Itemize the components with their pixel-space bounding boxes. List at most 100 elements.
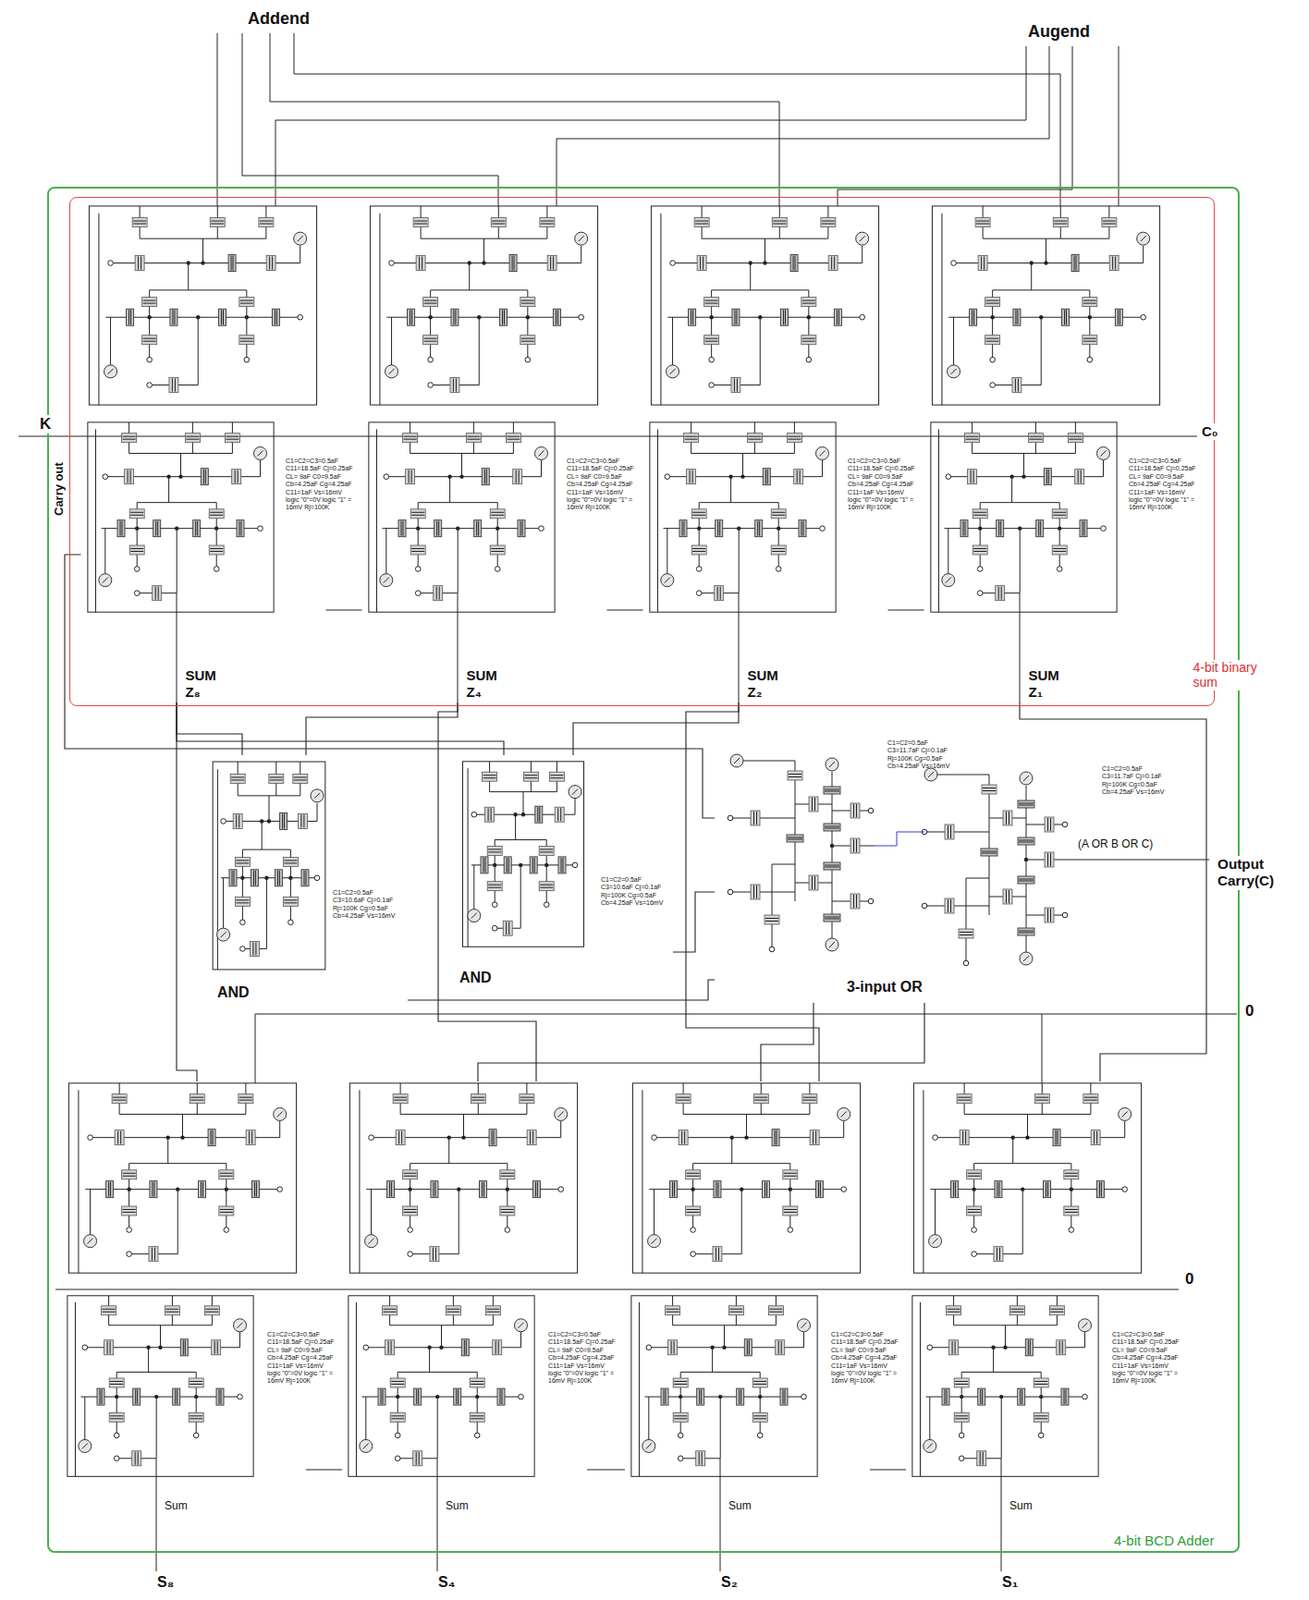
capacitor-symbol (297, 813, 307, 829)
junction-plate (946, 1389, 948, 1405)
capacitor-plate (976, 223, 990, 225)
capacitor-plate (811, 876, 813, 890)
capacitor-plate (240, 341, 254, 343)
junction-dot (447, 474, 452, 478)
capacitor-plate (831, 256, 832, 270)
terminal (314, 875, 320, 881)
junction-plate (465, 1340, 467, 1356)
terminal (113, 1432, 120, 1439)
capacitor-plate (756, 885, 758, 899)
junction-symbol (216, 1388, 224, 1406)
junction-plate (717, 521, 719, 537)
capacitor-plate (239, 1100, 253, 1102)
capacitor-plate (962, 1131, 964, 1145)
wire (992, 289, 1090, 291)
wire (795, 760, 796, 902)
junction-plate (512, 256, 514, 271)
wire (473, 865, 475, 910)
capacitor-plate (391, 1418, 404, 1420)
voltage-source (104, 365, 118, 379)
junction-symbol (1013, 308, 1021, 326)
capacitor-plate (702, 256, 704, 270)
wire (187, 263, 189, 291)
capacitor-plate (982, 1452, 984, 1466)
capacitor-plate (734, 379, 735, 392)
junction-plate (196, 521, 198, 537)
capacitor-plate (446, 1311, 460, 1313)
capacitor-plate (415, 1452, 417, 1466)
junction-plate (1047, 1182, 1049, 1198)
junction-plate (486, 469, 488, 485)
capacitor-plate (521, 338, 535, 340)
capacitor-plate (498, 1341, 500, 1355)
capacitor-plate (756, 811, 758, 825)
voltage-source (535, 446, 549, 460)
cell-outline (379, 213, 380, 405)
junction-plate (151, 1182, 153, 1198)
capacitor-plate (490, 807, 492, 821)
capacitor-symbol (787, 770, 803, 781)
capacitor-plate (1062, 1341, 1064, 1355)
voltage-source (467, 909, 481, 923)
capacitor-symbol (978, 256, 988, 271)
capacitor-plate (1064, 1211, 1078, 1213)
input-line (242, 33, 499, 207)
junction-plate (1119, 309, 1121, 325)
output-label: Output Carry(C) (1216, 856, 1308, 891)
capacitor-plate (189, 1415, 203, 1417)
junction-plate (784, 1389, 786, 1405)
junction-symbol (117, 520, 125, 538)
junction-dot (459, 474, 464, 478)
junction-plate (838, 309, 840, 325)
capacitor-plate (684, 1131, 686, 1145)
junction-dot (1088, 315, 1092, 319)
capacitor-symbol (1009, 1306, 1025, 1316)
capacitor-plate (540, 220, 554, 222)
capacitor-plate (769, 1309, 783, 1310)
junction-symbol (387, 1181, 395, 1199)
output-label: S₈ (157, 1573, 174, 1591)
junction-symbol (251, 1181, 259, 1199)
capacitor-plate (435, 1247, 437, 1261)
junction-symbol (474, 520, 482, 538)
terminal (990, 356, 996, 363)
junction-symbol (407, 308, 416, 326)
capacitor-symbol (775, 1340, 785, 1356)
capacitor-plate (143, 303, 157, 305)
voltage-source (730, 754, 744, 768)
capacitor-symbol (802, 1094, 818, 1104)
junction-symbol (271, 308, 280, 326)
junction-plate (389, 1182, 391, 1198)
junction-dot (1039, 315, 1043, 319)
junction-symbol (198, 1181, 207, 1199)
terminal (690, 1227, 697, 1234)
capacitor-plate (802, 303, 816, 305)
junction-plate (698, 1389, 700, 1405)
capacitor-symbol (956, 1094, 972, 1104)
junction-plate (110, 1182, 111, 1198)
junction-dot (178, 474, 183, 478)
capacitor-symbol (395, 1130, 405, 1146)
voltage-source (837, 1107, 851, 1121)
junction-plate (391, 1182, 392, 1198)
junction-plate (454, 309, 456, 325)
capacitor-symbol (520, 297, 536, 307)
capacitor-symbol (696, 1451, 706, 1467)
wire (386, 317, 581, 319)
capacitor-plate (283, 859, 297, 861)
junction-plate (538, 807, 540, 822)
junction-symbol (1052, 1129, 1061, 1147)
capacitor-plate (501, 1173, 514, 1175)
capacitor-symbol (239, 335, 255, 345)
wire (182, 1113, 184, 1138)
cell-outline (467, 768, 469, 947)
capacitor-symbol (487, 845, 502, 856)
capacitor-plate (853, 894, 855, 908)
signal-wire (305, 703, 458, 757)
junction-plate (155, 521, 157, 537)
capacitor-plate (403, 1211, 417, 1213)
capacitor-plate (539, 851, 553, 853)
capacitor-plate (225, 439, 239, 441)
junction-dot (224, 1186, 229, 1191)
junction-plate (382, 1389, 384, 1405)
